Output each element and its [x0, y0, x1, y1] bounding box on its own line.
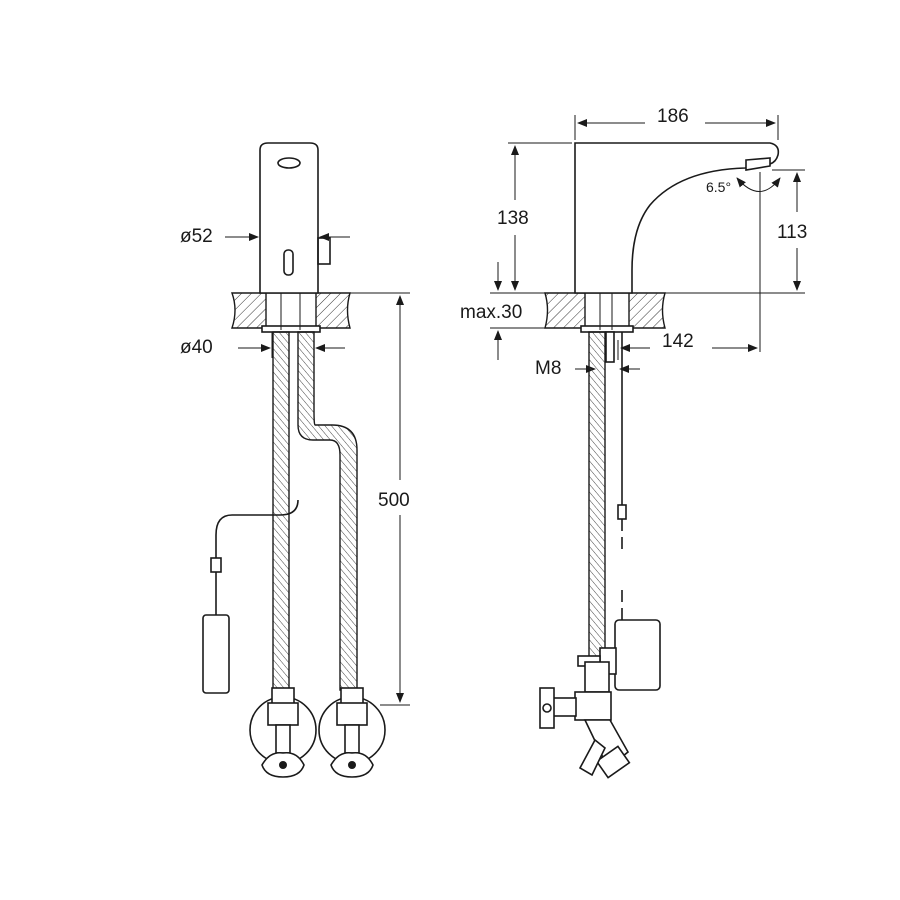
control-box	[614, 619, 661, 691]
side-bracket	[317, 237, 331, 265]
front-view: ø52 ø40 500	[180, 142, 410, 778]
sensor-cable	[215, 499, 299, 560]
faucet-body-side	[574, 142, 780, 294]
dim-max-countertop: max.30	[460, 302, 522, 323]
sensor-window	[283, 249, 294, 276]
spout-aerator	[745, 157, 771, 171]
dim-thread: M8	[535, 358, 561, 379]
dim-projection: 142	[662, 331, 694, 352]
hose-right	[297, 331, 358, 691]
dim-hose-length: 500	[378, 490, 410, 511]
angle-valve-side	[539, 661, 631, 779]
dim-outlet-height: 113	[777, 222, 807, 243]
angle-valve-right	[318, 687, 386, 778]
dim-body-diameter: ø52	[180, 226, 213, 247]
dim-shank-diameter: ø40	[180, 337, 213, 358]
dim-width: 186	[657, 106, 689, 127]
hose-left	[272, 331, 290, 691]
dim-height: 138	[497, 208, 529, 229]
angle-valve-left	[249, 687, 317, 778]
shank	[265, 292, 317, 330]
side-view: 186 138 113 6.5° max.30 142 M8	[460, 106, 807, 779]
dim-spout-angle: 6.5°	[706, 179, 731, 195]
battery-box	[202, 614, 230, 694]
sensor-icon	[277, 157, 301, 169]
faucet-body-front	[259, 142, 319, 294]
hose-side	[588, 331, 606, 663]
